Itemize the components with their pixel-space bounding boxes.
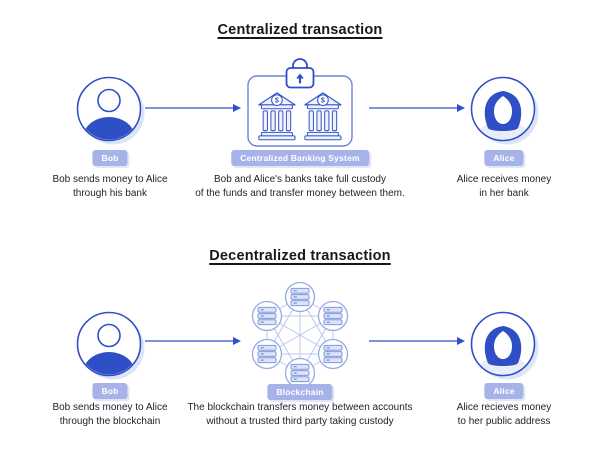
arrow-right-icon xyxy=(145,104,241,112)
decentralized-section-title: Decentralized transaction xyxy=(209,248,391,264)
arrow-right-icon xyxy=(145,337,241,345)
blockchain-caption: The blockchain transfers money between a… xyxy=(187,402,413,427)
arrow-right-icon xyxy=(369,104,465,112)
bob-caption: Bob sends money to Alice through the blo… xyxy=(52,402,168,427)
lock-icon xyxy=(285,58,315,89)
server-node-icon xyxy=(251,281,349,389)
blockchain-network-icon xyxy=(251,281,349,389)
centralized-banking-system-badge: Centralized Banking System xyxy=(231,150,369,166)
alice-label-badge: Alice xyxy=(484,383,524,399)
centralized-section-title: Centralized transaction xyxy=(217,22,383,38)
alice-avatar-icon xyxy=(470,311,539,380)
centralized-caption: Bob and Alice's banks take full custody … xyxy=(195,174,405,199)
bob-label-badge: Bob xyxy=(92,150,128,166)
bob-label-badge: Bob xyxy=(92,383,128,399)
alice-caption: Alice recieves money to her public addre… xyxy=(456,402,552,427)
alice-label-badge: Alice xyxy=(484,150,524,166)
alice-avatar-icon xyxy=(470,76,539,145)
arrow-right-icon xyxy=(369,337,465,345)
bob-caption: Bob sends money to Alice through his ban… xyxy=(52,174,168,199)
blockchain-badge: Blockchain xyxy=(267,384,333,400)
centralized-banking-icon: $ xyxy=(247,58,353,147)
bob-avatar-icon xyxy=(76,311,145,380)
bob-avatar-icon xyxy=(76,76,145,145)
alice-caption: Alice receives money in her bank xyxy=(456,174,552,199)
